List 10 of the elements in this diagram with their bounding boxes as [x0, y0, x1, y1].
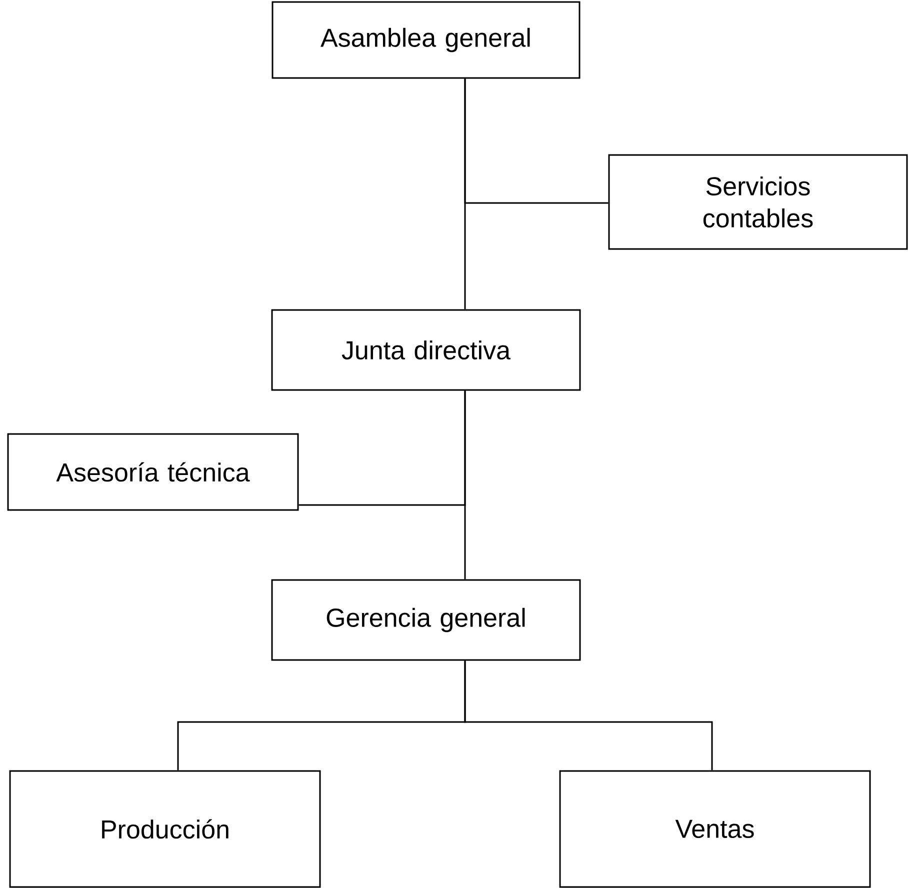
org-box: Asamblea general	[272, 1, 580, 79]
org-box: Gerencia general	[271, 579, 581, 661]
org-box: Junta directiva	[271, 309, 581, 391]
org-box: Producción	[9, 770, 321, 888]
connector-line	[464, 660, 713, 770]
connector-line	[298, 390, 466, 506]
org-box: Servicios contables	[608, 154, 908, 250]
connector-line	[464, 78, 608, 204]
org-box: Ventas	[559, 770, 871, 888]
org-box: Asesoría técnica	[7, 433, 299, 511]
